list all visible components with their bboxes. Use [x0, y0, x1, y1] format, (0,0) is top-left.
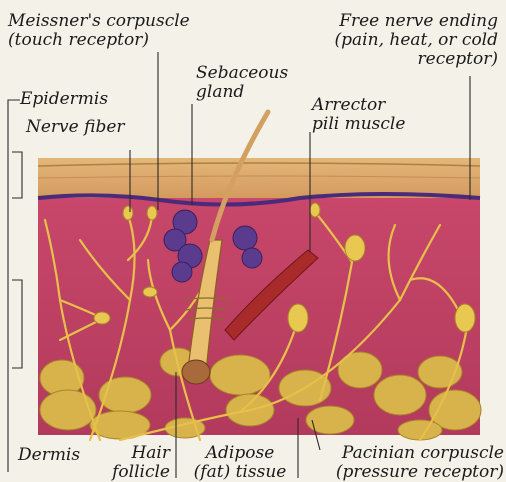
label-adipose-tissue: Adipose (fat) tissue: [190, 444, 290, 482]
label-hair-follicle: Hair follicle: [110, 444, 170, 482]
label-arrector-pili: Arrector pili muscle: [312, 96, 405, 134]
label-sebaceous-gland: Sebaceous gland: [196, 64, 288, 102]
label-free-nerve-ending: Free nerve ending (pain, heat, or cold r…: [335, 12, 498, 69]
label-nerve-fiber: Nerve fiber: [26, 118, 125, 137]
label-epidermis: Epidermis: [20, 90, 108, 109]
label-meissner-corpuscle: Meissner's corpuscle (touch receptor): [8, 12, 190, 50]
label-dermis: Dermis: [18, 446, 80, 465]
label-pacinian-corpuscle: Pacinian corpuscle (pressure receptor): [336, 444, 504, 482]
